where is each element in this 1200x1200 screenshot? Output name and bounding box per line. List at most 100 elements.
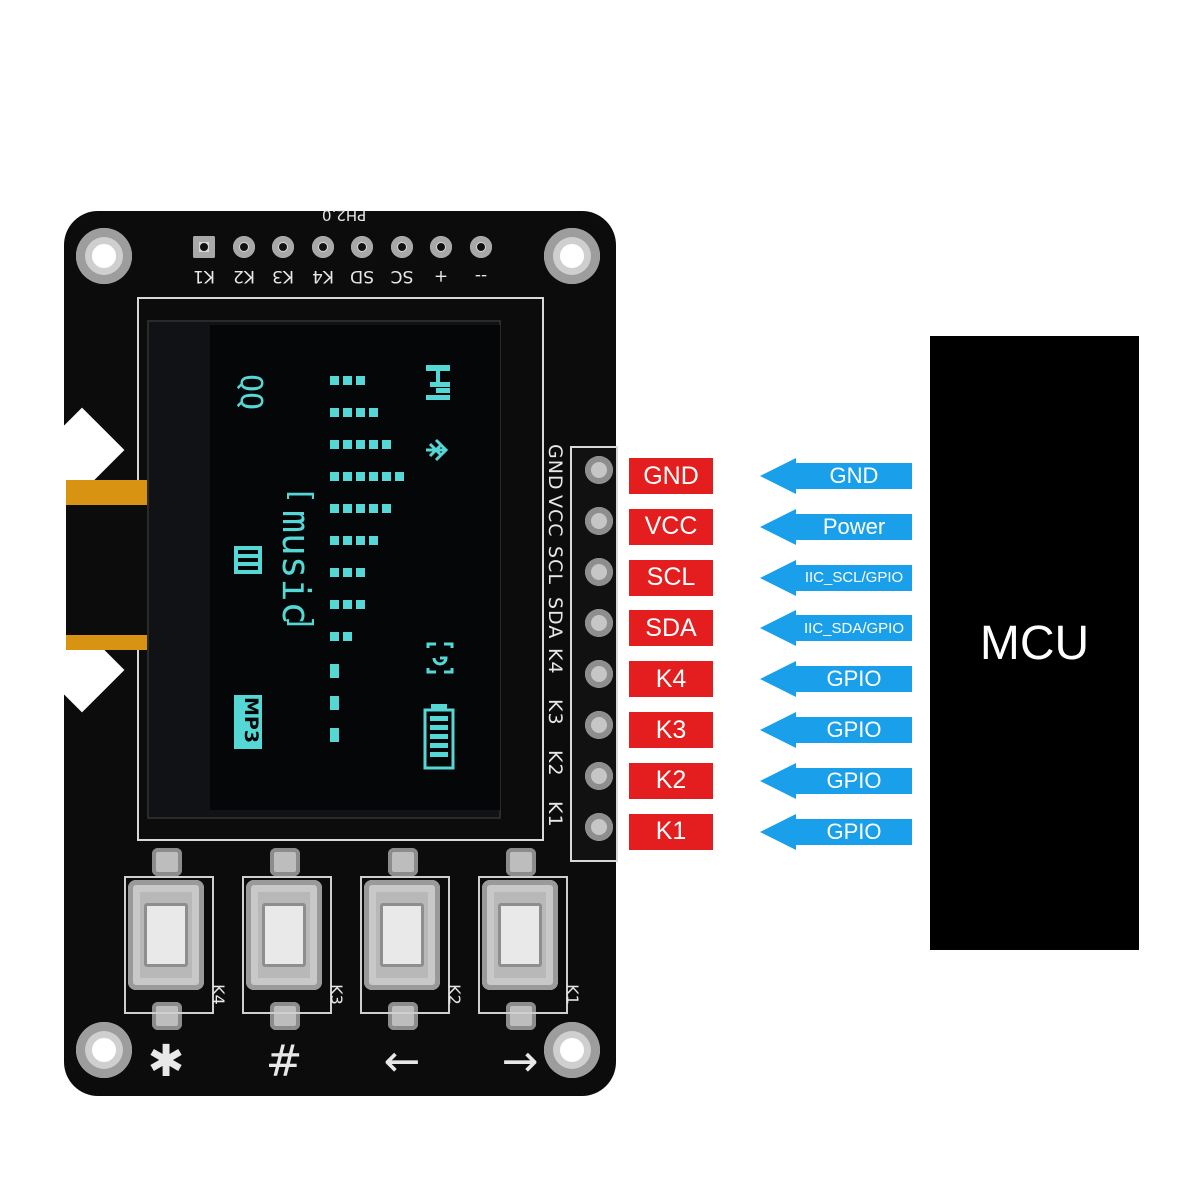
pin-tag-k4: K4 (629, 661, 713, 698)
equalizer-segment (343, 632, 352, 641)
signal-arrow: GPIO (760, 661, 912, 698)
button-symbol-icon: ← (383, 1036, 421, 1087)
signal-arrow: GPIO (760, 712, 912, 748)
signal-arrow: IIC_SCL/GPIO (760, 559, 912, 596)
button-label: K3 (326, 984, 346, 1005)
pin-tag-k2: K2 (629, 762, 713, 799)
equalizer-segment (369, 408, 378, 417)
side-header-pin-label: VCC (544, 495, 566, 538)
top-header-pad (311, 236, 334, 258)
side-header-pin-label: GND (544, 444, 566, 491)
button-label: K4 (208, 984, 228, 1005)
mcu-block: MCU (930, 336, 1139, 950)
arrow-left-icon (760, 508, 912, 545)
button-lead-bottom (506, 1002, 536, 1030)
button-silk-outline (242, 876, 332, 1014)
button-symbol-icon: → (501, 1036, 539, 1087)
top-header-pad (232, 236, 255, 258)
equalizer-segment (356, 568, 365, 577)
equalizer-segment (330, 696, 339, 710)
top-header-pad (272, 236, 294, 258)
equalizer-segment (382, 472, 391, 481)
equalizer-segment (330, 728, 339, 742)
button-lead-top (152, 848, 182, 876)
equalizer-segment (356, 376, 365, 385)
equalizer-segment (343, 568, 352, 577)
equalizer-segment (330, 376, 339, 385)
equalizer-segment (330, 664, 339, 678)
equalizer-segment (382, 504, 391, 513)
button-lead-bottom (152, 1002, 182, 1030)
button-actuator (144, 903, 188, 967)
top-header-pad (390, 236, 413, 258)
pin-tag-gnd: GND (629, 458, 713, 494)
grid-icon (234, 546, 262, 574)
side-header-pin (585, 762, 613, 790)
equalizer-segment (343, 408, 352, 417)
side-header-pin-label: SCL (544, 546, 566, 585)
bluetooth-icon (426, 438, 449, 462)
equalizer-segment (356, 504, 365, 513)
flex-ribbon-cut (66, 505, 154, 635)
equalizer-segment (343, 504, 352, 513)
pin-tag-scl: SCL (629, 559, 713, 596)
gps-icon (426, 642, 454, 674)
pin-tag-vcc: VCC (629, 508, 713, 545)
mp3-badge: MP3 (234, 695, 262, 749)
pin-tag-sda: SDA (629, 610, 713, 647)
side-header-pin-label: K2 (544, 750, 566, 777)
button-silk-outline (124, 876, 214, 1014)
equalizer-segment (343, 536, 352, 545)
side-header-pin (585, 558, 613, 586)
equalizer-segment (356, 600, 365, 609)
equalizer-segment (343, 600, 352, 609)
signal-label: GPIO (826, 666, 882, 692)
button-actuator (380, 903, 424, 967)
button-symbol-icon: # (265, 1036, 303, 1087)
signal-label: GPIO (826, 767, 882, 793)
button-lead-bottom (388, 1002, 418, 1030)
button-label: K1 (562, 984, 582, 1005)
side-header-pin (585, 456, 613, 484)
side-header-pin (585, 711, 613, 739)
arrow-left-icon (760, 661, 912, 698)
side-header-pin-label: K3 (544, 699, 566, 726)
top-header-pad (193, 236, 215, 258)
signal-label: GPIO (826, 818, 882, 844)
signal-label: IIC_SDA/GPIO (803, 619, 905, 637)
button-silk-outline (478, 876, 568, 1014)
side-header-pin-label: K1 (544, 801, 566, 828)
button-actuator (498, 903, 542, 967)
mounting-hole-top-left (76, 228, 132, 284)
top-header-pad (351, 236, 373, 258)
arrow-left-icon (760, 762, 912, 799)
signal-arrow: GND (760, 458, 912, 494)
equalizer-segment (356, 472, 365, 481)
equalizer-segment (330, 504, 339, 513)
button-lead-top (388, 848, 418, 876)
arrow-left-icon (760, 559, 912, 596)
equalizer-segment (356, 440, 365, 449)
equalizer-segment (369, 440, 378, 449)
button-silk-outline (360, 876, 450, 1014)
equalizer-segment (330, 440, 339, 449)
side-header-pin (585, 660, 613, 688)
pin-tag-k3: K3 (629, 712, 713, 748)
side-header-pin (585, 813, 613, 841)
top-header-pad (469, 236, 492, 258)
button-symbol-icon: ✱ (147, 1036, 185, 1087)
arrow-left-icon (760, 712, 912, 748)
button-lead-bottom (270, 1002, 300, 1030)
battery-icon (423, 704, 455, 770)
button-lead-top (506, 848, 536, 876)
equalizer-segment (343, 440, 352, 449)
mounting-hole-bottom-right (544, 1022, 600, 1078)
side-header-pin-label: K4 (544, 648, 566, 675)
mounting-hole-bottom-left (76, 1022, 132, 1078)
signal-arrow: GPIO (760, 762, 912, 799)
equalizer-segment (343, 376, 352, 385)
signal-arrow: GPIO (760, 813, 912, 850)
equalizer-segment (330, 600, 339, 609)
equalizer-segment (395, 472, 404, 481)
signal-icon (426, 365, 450, 400)
